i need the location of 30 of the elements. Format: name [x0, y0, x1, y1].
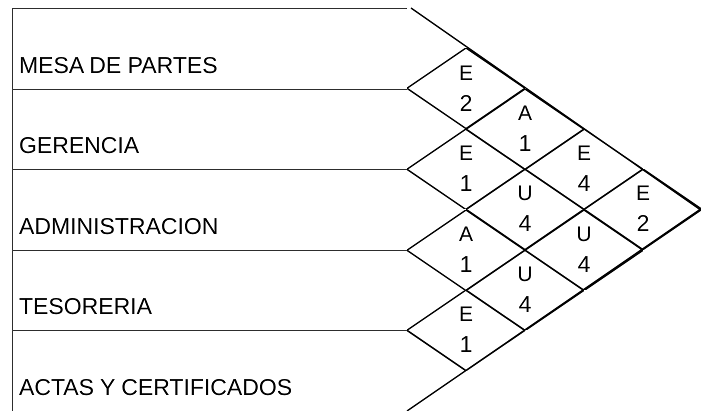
closeness-rating: A [518, 102, 532, 124]
department-row [12, 88, 407, 170]
reason-code: 1 [460, 333, 472, 356]
department-name: TESORERIA [19, 295, 152, 318]
reason-code: 2 [636, 212, 650, 236]
department-name: ACTAS Y CERTIFICADOS [19, 376, 292, 399]
closeness-rating: E [576, 143, 591, 164]
reason-code: 2 [460, 92, 472, 115]
reason-code: 4 [518, 293, 532, 316]
reason-code: 4 [518, 212, 532, 236]
department-row [12, 330, 407, 411]
department-row [12, 169, 407, 250]
closeness-rating: U [517, 183, 533, 204]
closeness-rating: A [458, 224, 473, 245]
closeness-rating: U [517, 264, 533, 286]
department-name: MESA DE PARTES [19, 54, 218, 77]
reason-code: 4 [578, 172, 590, 196]
reason-code: 1 [460, 252, 472, 276]
department-name: ADMINISTRACION [19, 214, 218, 238]
reason-code: 1 [460, 172, 472, 196]
closeness-rating: E [636, 183, 650, 204]
closeness-rating: E [458, 143, 473, 164]
reason-code: 1 [518, 132, 532, 155]
closeness-rating: E [458, 304, 473, 326]
department-row [12, 250, 407, 330]
closeness-rating: U [576, 224, 592, 245]
department-name: GERENCIA [19, 134, 140, 158]
reason-code: 4 [578, 252, 590, 276]
department-row [12, 8, 407, 89]
closeness-rating: E [458, 62, 473, 84]
